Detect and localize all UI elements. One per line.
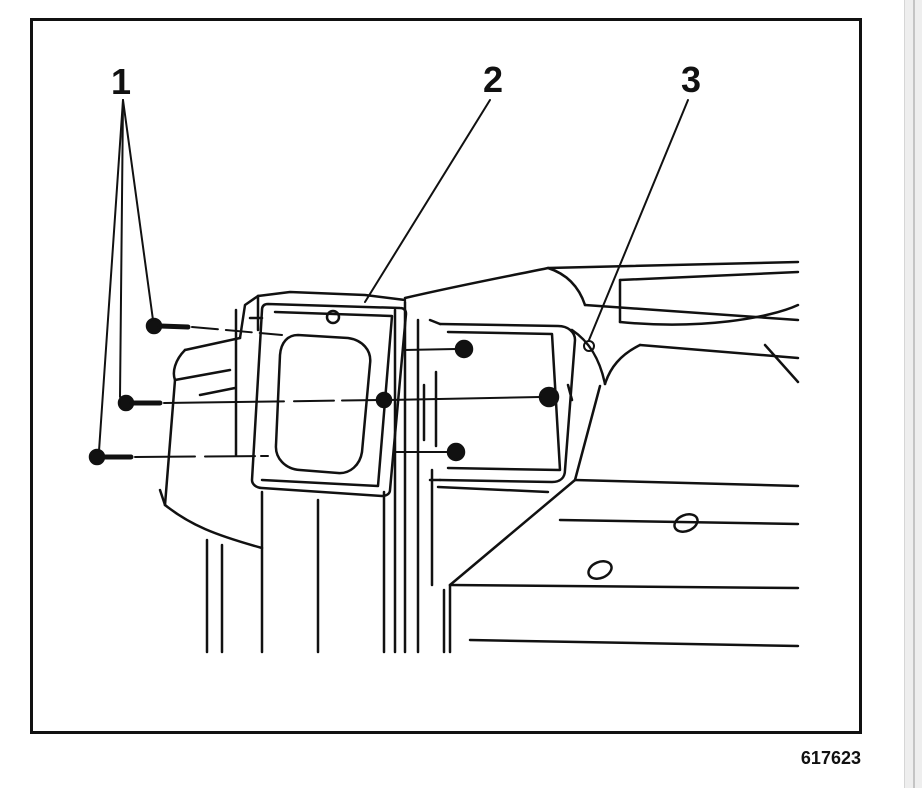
callout-1: 1 (111, 61, 131, 102)
figure-frame (30, 18, 862, 734)
leader-lines (98, 99, 689, 452)
body-holes (587, 513, 699, 580)
screw-top (145, 317, 191, 335)
body-panel (403, 260, 800, 654)
screws (88, 317, 191, 466)
fascia (158, 290, 407, 550)
lamp-housing (234, 294, 264, 457)
pillar (205, 300, 434, 654)
alignment-lines (134, 326, 541, 458)
page-edge-line (913, 0, 915, 788)
figure-number: 617623 (800, 748, 861, 768)
callout-3: 3 (681, 59, 701, 100)
callout-2: 2 (483, 59, 503, 100)
screw-bottom (88, 448, 134, 466)
studs (375, 339, 560, 462)
screw-middle (117, 394, 163, 412)
